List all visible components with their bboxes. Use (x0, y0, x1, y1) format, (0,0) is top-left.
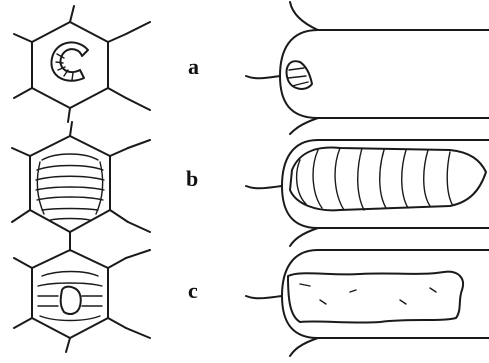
row-c-side-cell (282, 250, 489, 338)
row-b-top-view (12, 122, 128, 248)
row-c-side-pupa-texture (300, 284, 436, 304)
row-b-hexagon-cell (30, 136, 110, 232)
row-b-side-view (246, 140, 489, 246)
row-a-hexagon-cell (32, 22, 108, 108)
row-a-side-view (246, 2, 489, 134)
row-c-side-pupa (288, 272, 463, 323)
row-a-side-walls (246, 2, 318, 134)
stage-label-c: c (188, 280, 198, 302)
row-a-cell-walls (14, 6, 126, 122)
row-c-cell-walls (14, 236, 126, 352)
connector-lines (126, 22, 150, 338)
row-c-side-view (246, 250, 489, 356)
row-b-larva-segments (36, 154, 104, 220)
row-a-top-view (14, 6, 126, 122)
stage-label-b: b (186, 168, 198, 190)
stage-label-a: a (188, 56, 199, 78)
row-a-connectors (126, 22, 150, 110)
row-b-side-larva (290, 148, 486, 211)
row-b-connectors (128, 140, 150, 232)
row-b-side-larva-segments (297, 148, 452, 210)
row-c-top-view (14, 236, 126, 352)
row-c-hexagon-cell (32, 250, 108, 338)
row-c-connectors (126, 250, 150, 338)
row-a-side-cell (280, 30, 489, 118)
row-c-pupa-head (61, 287, 81, 314)
